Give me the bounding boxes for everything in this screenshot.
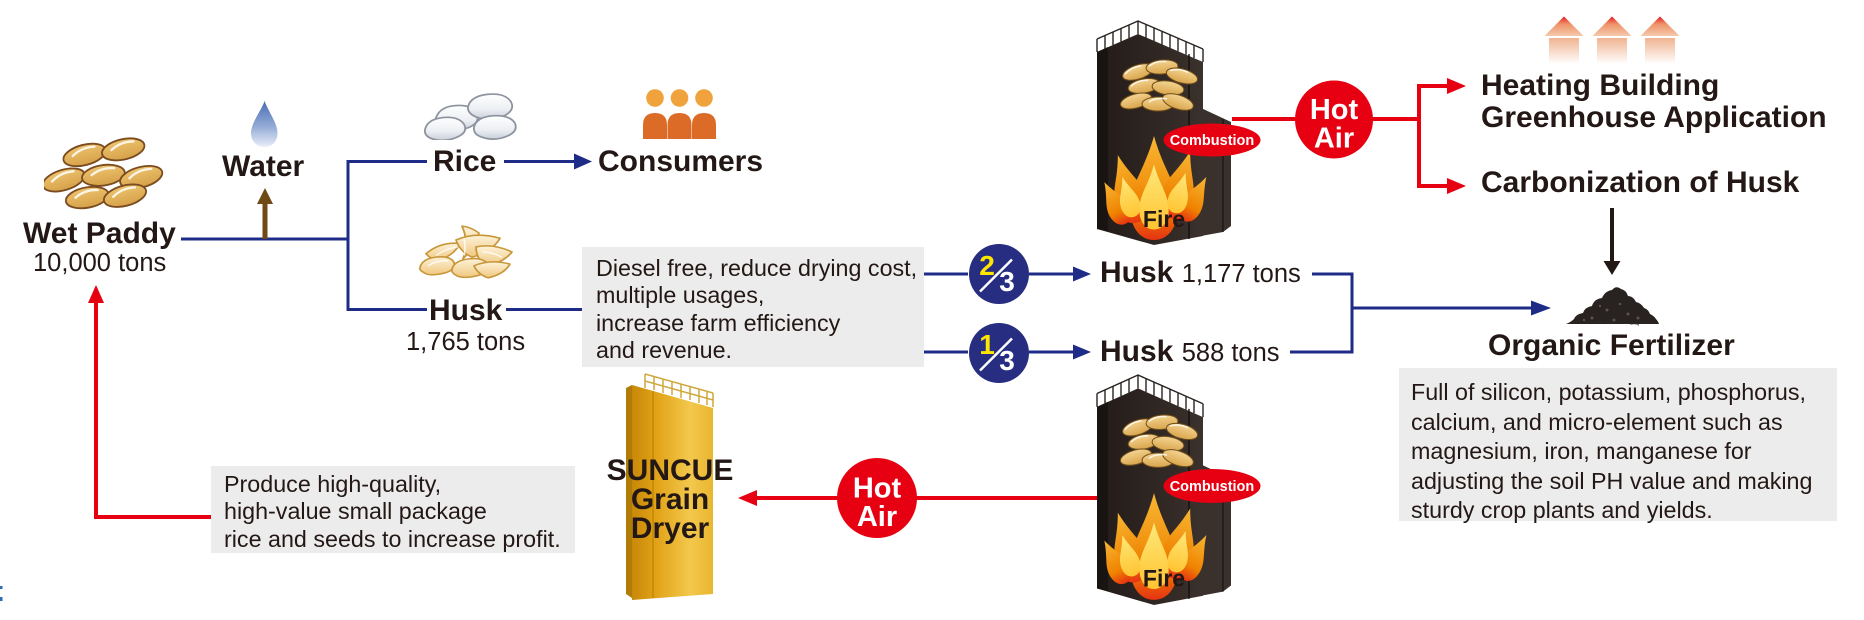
svg-text:3: 3 bbox=[999, 266, 1015, 297]
svg-text:Combustion: Combustion bbox=[1170, 133, 1255, 149]
svg-text:2: 2 bbox=[979, 250, 995, 281]
svg-text:Combustion: Combustion bbox=[1170, 479, 1255, 495]
svg-text:Air: Air bbox=[1314, 122, 1354, 154]
svg-text:Hot: Hot bbox=[1310, 94, 1359, 126]
svg-text:Air: Air bbox=[857, 501, 897, 533]
svg-text:Hot: Hot bbox=[853, 473, 902, 505]
svg-text:3: 3 bbox=[999, 345, 1015, 376]
svg-text:1: 1 bbox=[979, 329, 995, 360]
